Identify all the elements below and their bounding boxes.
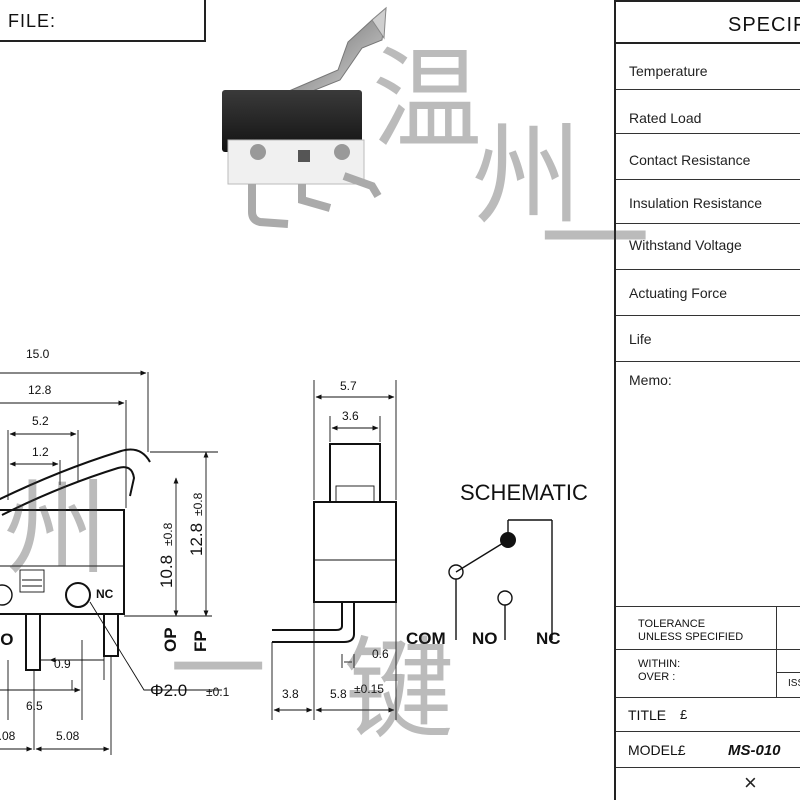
spec-label: Actuating Force [629,285,728,301]
iss-label: ISS [788,678,800,689]
spec-label: Rated Load [629,110,702,126]
dim-0-6: 0.6 [372,647,389,661]
terminal-no: NO [472,629,498,648]
spec-row-contact-resistance: Contact Resistance [616,134,800,180]
model-row: MODEL£ MS-010 [616,732,800,768]
file-label: FILE: [8,11,57,31]
model-label: MODEL£ [628,742,686,758]
divider [776,607,777,649]
spec-label: Temperature [629,63,708,79]
divider [776,650,777,697]
fp-tolerance: ±0.8 [191,492,205,516]
dim-12-8: 12.8 [28,383,52,397]
dim-6-5: 6.5 [26,699,43,713]
title-row: TITLE £ [616,698,800,732]
front-pin-nc: NC [96,587,114,601]
side-view [271,380,397,720]
file-header-box: FILE: [0,0,206,42]
dim-5-7: 5.7 [340,379,357,393]
spec-title-bar: SPECIF [616,0,800,44]
over-label: OVER : [638,671,676,683]
hole-tolerance: ±0.1 [206,685,230,699]
switch-photo [222,6,387,228]
spec-label: Withstand Voltage [629,237,742,253]
dim-3-6: 3.6 [342,409,359,423]
technical-drawing: 15.0 12.8 5.2 1.2 0.9 6.5 5.08 5.08 Φ2.0… [0,6,588,755]
spec-row-temperature: Temperature [616,44,800,90]
title-label: TITLE [628,707,667,723]
within-label: WITHIN: [638,658,681,670]
op-label: OP [161,627,180,652]
close-icon[interactable]: × [744,770,757,795]
hole-diameter: Φ2.0 [150,681,187,700]
dim-0-9: 0.9 [54,657,71,671]
schematic-title: SCHEMATIC [460,480,588,505]
spec-row-insulation-resistance: Insulation Resistance [616,180,800,224]
dim-5-08-right: 5.08 [56,729,80,743]
dim-3-8: 3.8 [282,687,299,701]
memo-label: Memo: [629,372,672,388]
dim-1-2: 1.2 [32,445,49,459]
divider [776,672,800,673]
fp-value: 12.8 [187,523,206,556]
spec-panel: SPECIF Temperature Rated Load Contact Re… [614,0,800,800]
fp-label: FP [191,630,210,652]
dim-5-2: 5.2 [32,414,49,428]
model-value: MS-010 [728,742,781,759]
spec-label: Insulation Resistance [629,195,763,211]
spec-row-withstand-voltage: Withstand Voltage [616,224,800,270]
spec-label: Life [629,331,652,347]
tolerance-line1: TOLERANCE [638,618,706,630]
terminal-com: COM [406,629,446,648]
dim-15: 15.0 [26,347,50,361]
within-box: WITHIN: OVER : ISS [616,650,800,698]
front-view [0,370,222,755]
dim-5-8: 5.8 [330,687,347,701]
spec-row-life: Life [616,316,800,362]
tolerance-line2: UNLESS SPECIFIED [638,631,744,643]
spec-label: Contact Resistance [629,152,751,168]
dim-5-8-tolerance: ±0.15 [354,682,384,696]
dim-5-08-left: 5.08 [0,729,16,743]
front-pin-no: NO [0,630,14,649]
op-tolerance: ±0.8 [161,522,175,546]
spec-row-actuating-force: Actuating Force [616,270,800,316]
title-value: £ [680,707,688,722]
terminal-nc: NC [536,629,561,648]
spec-title: SPECIF [728,14,800,36]
schematic [448,519,553,640]
spec-row-rated-load: Rated Load [616,90,800,134]
tolerance-box: TOLERANCE UNLESS SPECIFIED [616,606,800,650]
op-value: 10.8 [157,555,176,588]
